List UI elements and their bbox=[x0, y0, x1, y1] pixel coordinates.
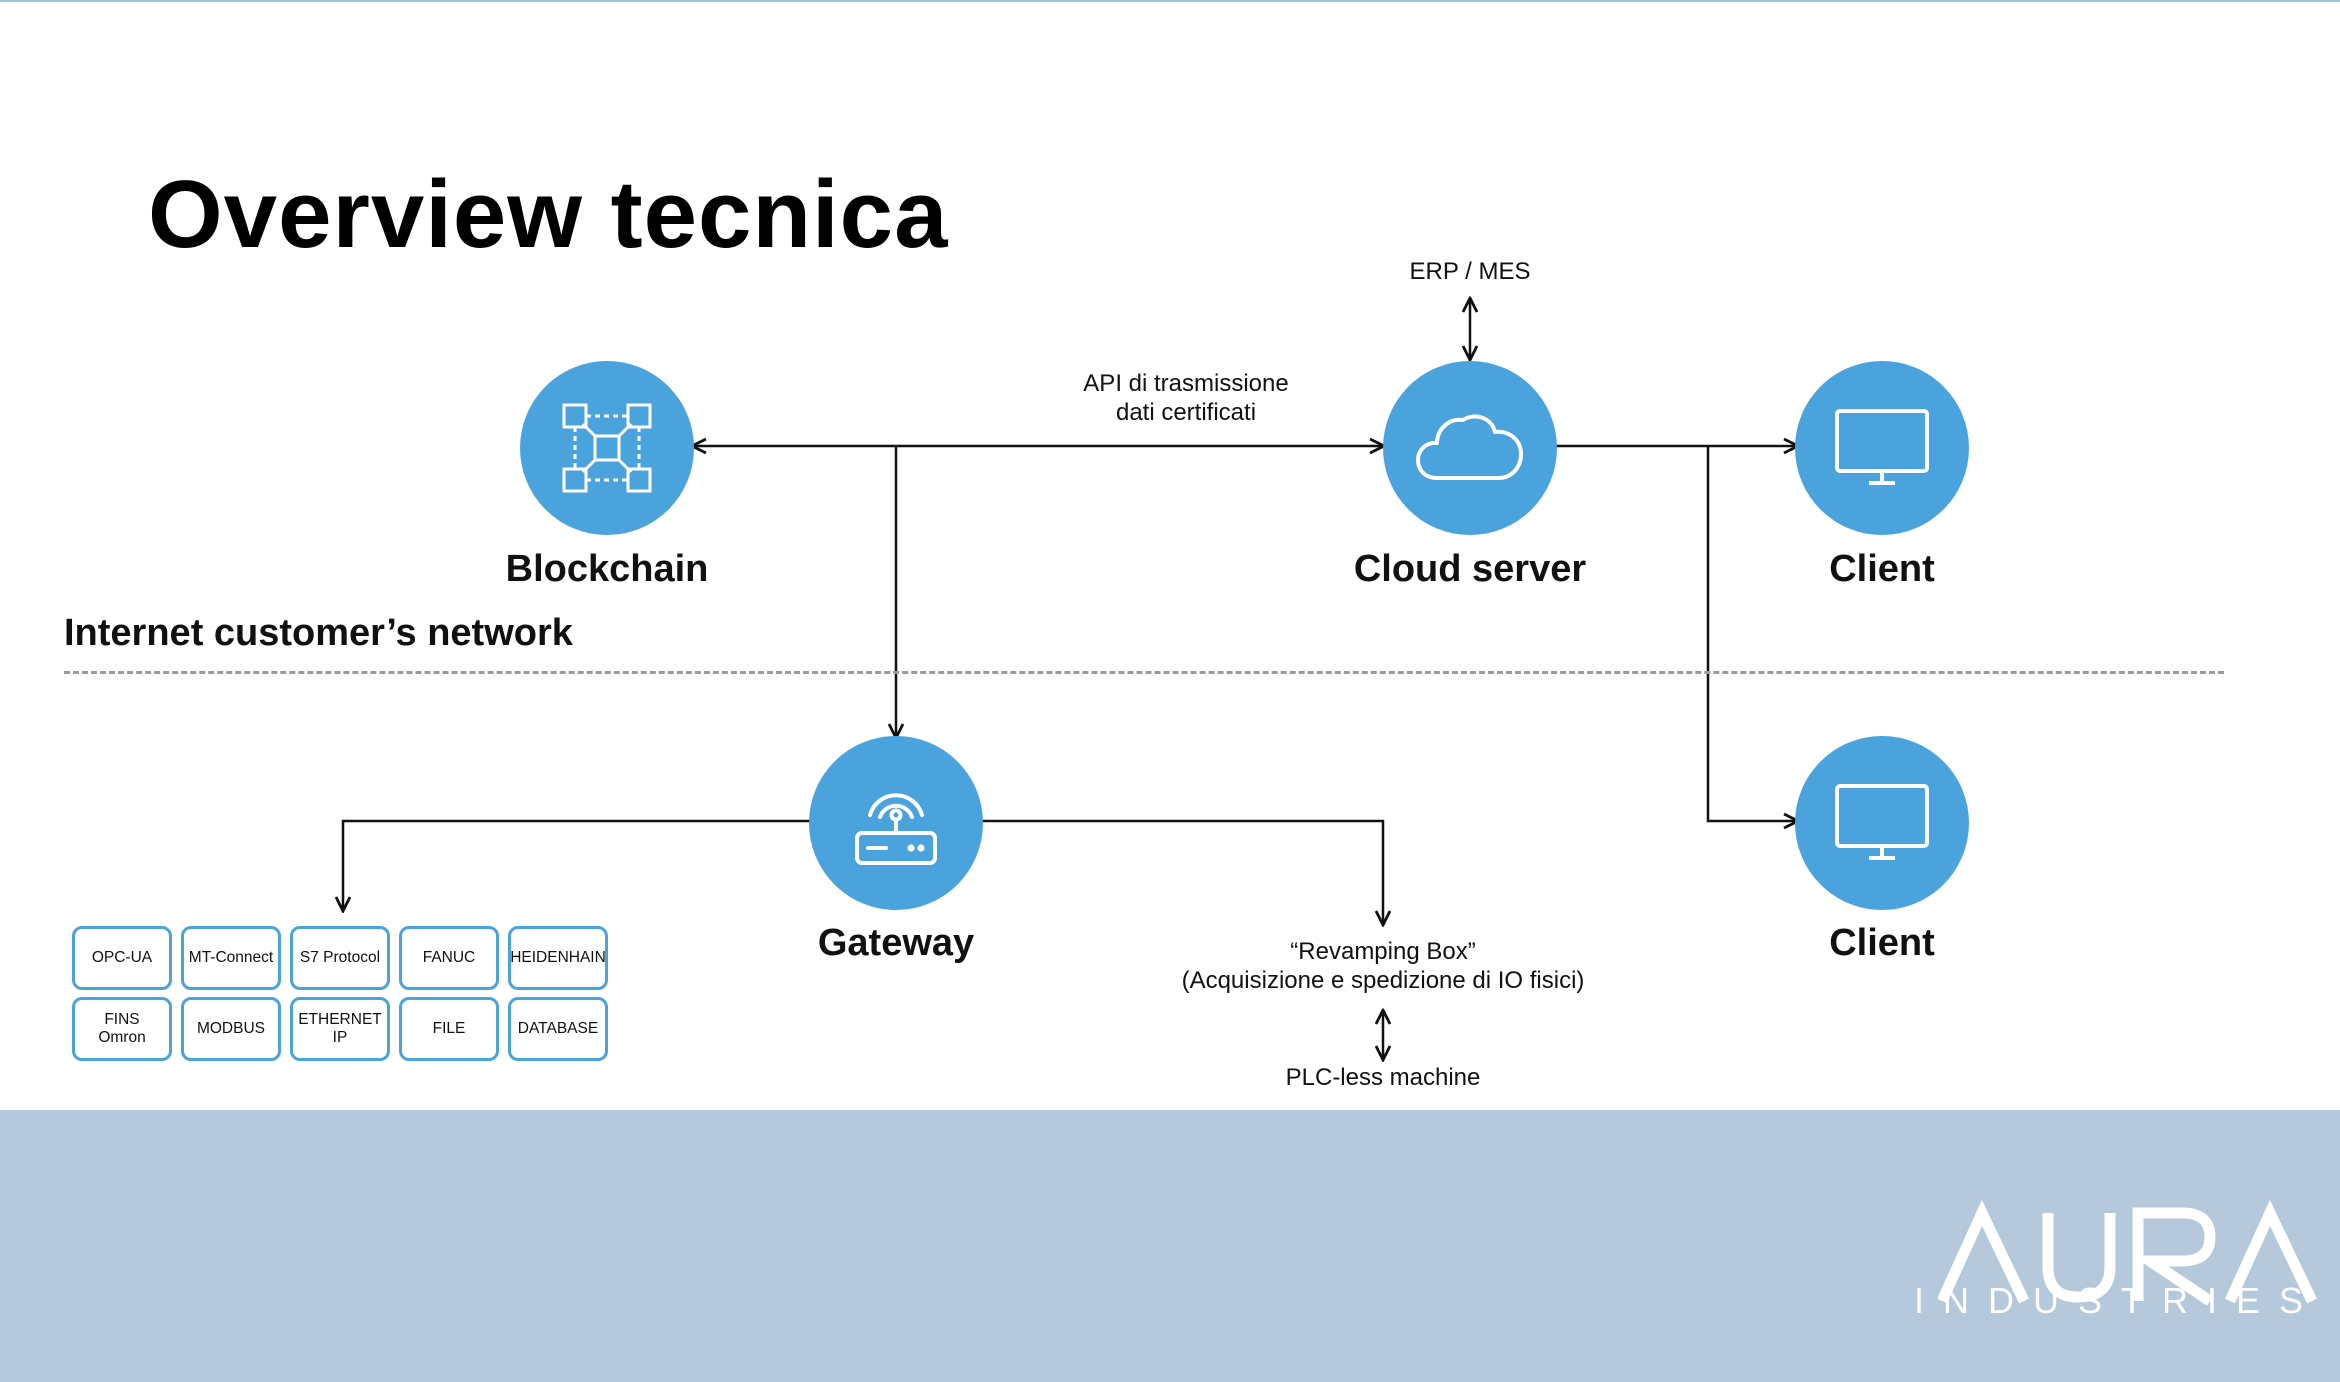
protocol-file: FILE bbox=[399, 997, 499, 1061]
client-label-1: Client bbox=[1829, 548, 1935, 590]
revamping-box-line-2: (Acquisizione e spedizione di IO fisici) bbox=[1181, 966, 1585, 994]
cloud-client2-connector bbox=[1706, 446, 1798, 821]
api-label-line-1: API di trasmissione bbox=[1083, 370, 1289, 397]
protocol-ethernet-ip: ETHERNET IP bbox=[290, 997, 390, 1061]
cloud-icon bbox=[1416, 414, 1523, 480]
protocol-mt-connect: MT-Connect bbox=[181, 926, 281, 990]
protocol-heidenhain: HEIDENHAIN bbox=[508, 926, 608, 990]
gateway-node bbox=[809, 736, 983, 910]
gateway-protocols-connector bbox=[343, 819, 810, 911]
protocol-grid: OPC-UA MT-Connect S7 Protocol FANUC HEID… bbox=[72, 926, 608, 1061]
plc-less-label: PLC-less machine bbox=[1285, 1064, 1481, 1091]
page-title: Overview tecnica bbox=[148, 161, 949, 268]
client-node-2 bbox=[1795, 736, 1969, 910]
protocol-fanuc: FANUC bbox=[399, 926, 499, 990]
top-rule bbox=[0, 0, 2340, 2]
api-label-line-2: dati certificati bbox=[1115, 398, 1257, 426]
blockchain-node bbox=[520, 361, 694, 535]
network-boundary-divider bbox=[64, 671, 2224, 674]
client-node-1 bbox=[1795, 361, 1969, 535]
protocol-modbus: MODBUS bbox=[181, 997, 281, 1061]
api-label: API di trasmissione dati certificati bbox=[1036, 370, 1336, 428]
logo-subtitle: INDUSTRIES bbox=[1913, 1280, 2322, 1321]
blockchain-network-icon bbox=[562, 403, 652, 493]
client-label-2: Client bbox=[1829, 922, 1935, 964]
monitor-icon bbox=[1835, 409, 1929, 485]
protocol-opc-ua: OPC-UA bbox=[72, 926, 172, 990]
footer-band: INDUSTRIES bbox=[0, 1110, 2340, 1382]
gateway-revamping-connector bbox=[982, 819, 1383, 925]
cloud-server-node bbox=[1383, 361, 1557, 535]
cloud-server-label: Cloud server bbox=[1353, 548, 1587, 590]
aura-logo bbox=[1938, 1199, 2317, 1306]
network-boundary-label: Internet customer’s network bbox=[64, 612, 573, 654]
revamping-box-line-1: “Revamping Box” bbox=[1290, 938, 1476, 965]
revamping-box-label: “Revamping Box” (Acquisizione e spedizio… bbox=[1133, 938, 1633, 996]
protocol-s7: S7 Protocol bbox=[290, 926, 390, 990]
monitor-icon bbox=[1835, 784, 1929, 860]
connector-lines bbox=[0, 0, 2340, 1110]
protocol-fins-omron: FINS Omron bbox=[72, 997, 172, 1061]
gateway-label: Gateway bbox=[817, 922, 975, 964]
erp-mes-label: ERP / MES bbox=[1409, 258, 1531, 285]
protocol-database: DATABASE bbox=[508, 997, 608, 1061]
router-wifi-icon bbox=[855, 793, 937, 865]
blockchain-label: Blockchain bbox=[505, 548, 709, 590]
